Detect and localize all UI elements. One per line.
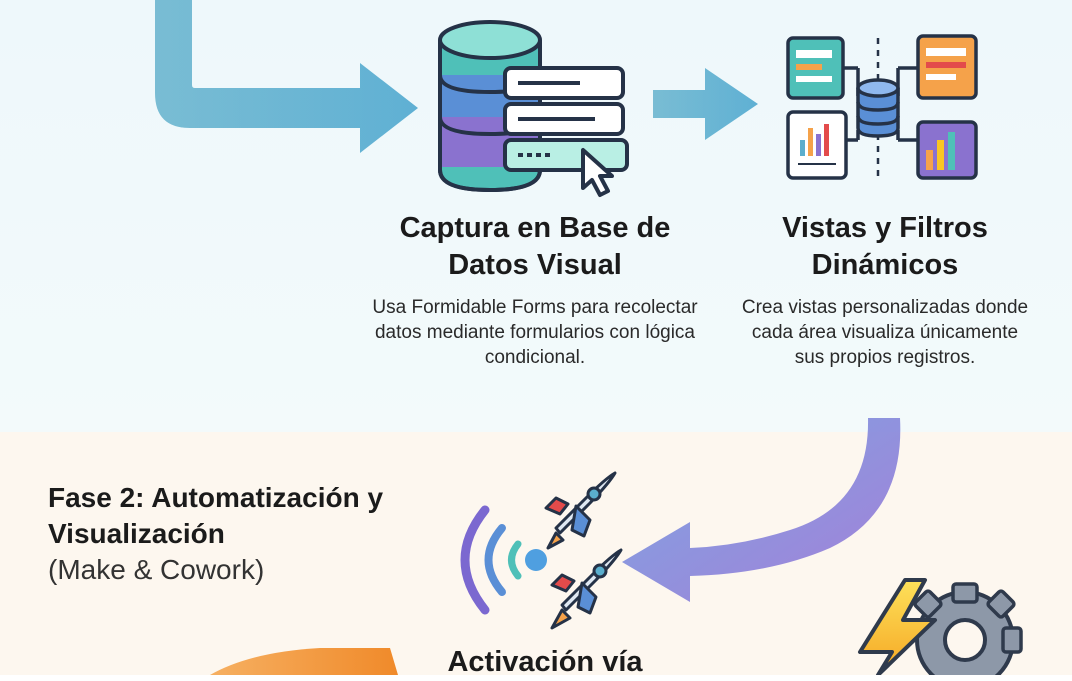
flow-arrow-to-database <box>155 0 418 153</box>
dashboard-filter-icon <box>786 34 978 180</box>
step-title-capture: Captura en Base de Datos Visual <box>399 212 671 281</box>
step-description-views: Crea vistas personalizadas donde cada ár… <box>741 297 1029 368</box>
step-title-views: Vistas y Filtros Dinámicos <box>782 212 988 281</box>
database-form-icon <box>438 20 629 197</box>
flow-arrow-to-views <box>653 68 758 140</box>
rocket-signal-icon <box>460 471 623 630</box>
flow-arrow-orange <box>210 648 398 675</box>
phase2-subtitle: (Make & Cowork) <box>48 554 265 585</box>
step-description-capture: Usa Formidable Forms para recolectar dat… <box>372 297 698 368</box>
lightning-gear-icon <box>858 578 1023 675</box>
phase2-heading: Fase 2: Automatización y Visualización (… <box>48 480 428 588</box>
step-title-activation: Activación vía <box>447 646 643 678</box>
flow-arrow-to-phase2 <box>622 418 901 602</box>
phase2-title: Fase 2: Automatización y Visualización <box>48 482 384 549</box>
